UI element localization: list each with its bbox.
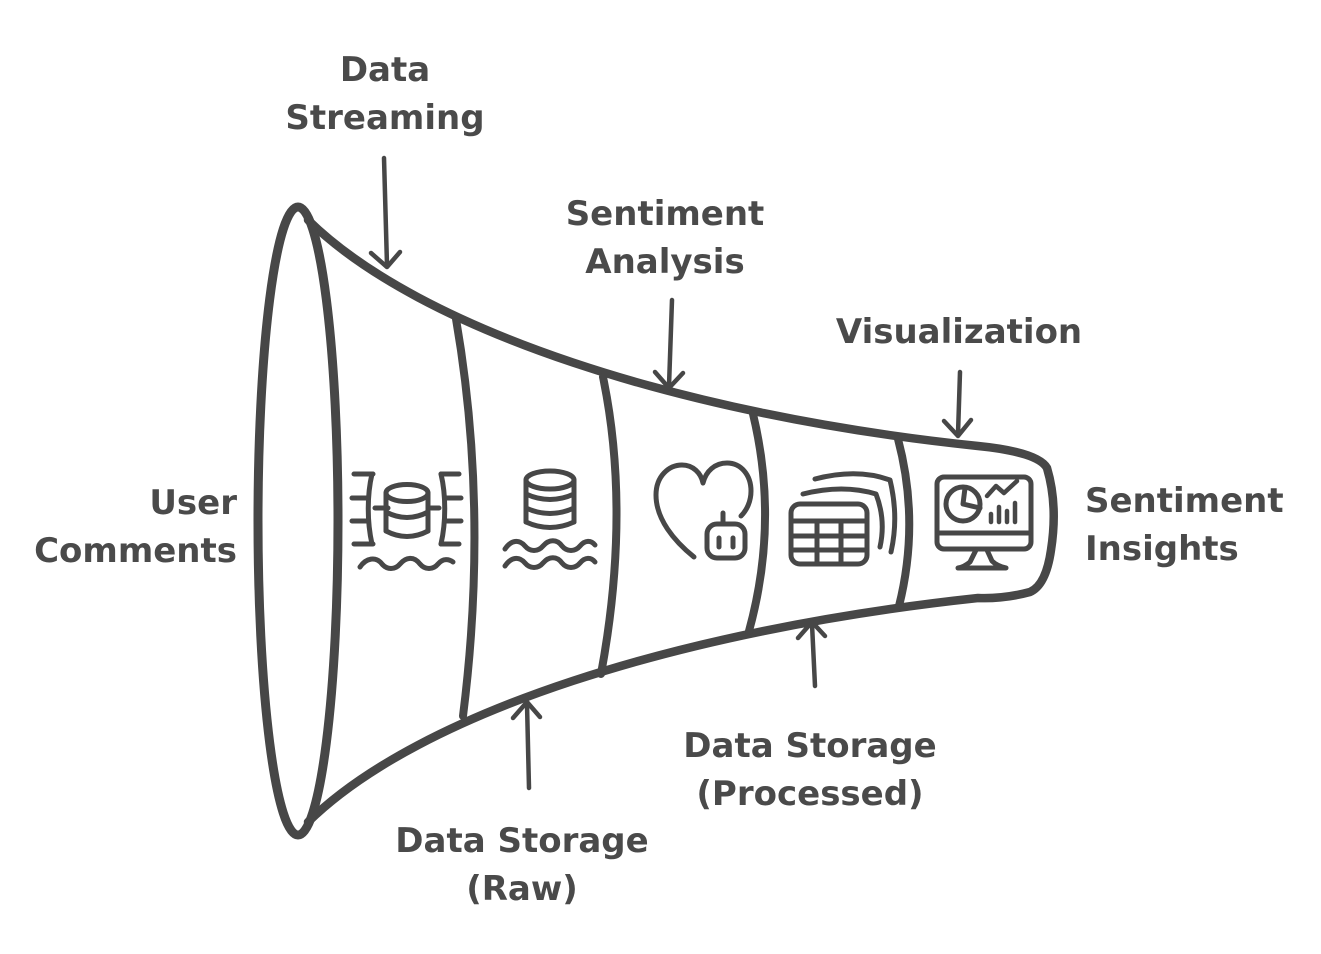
arrow-sentiment-analysis xyxy=(652,297,686,391)
label-line: Comments xyxy=(34,531,237,571)
arrow-data-streaming xyxy=(368,155,403,270)
label-line: Data xyxy=(339,50,431,90)
label-line: Analysis xyxy=(585,242,745,282)
label-line: (Processed) xyxy=(696,774,924,814)
database-stream-icon xyxy=(349,471,464,571)
database-waves-icon xyxy=(502,468,598,570)
label-data-streaming: Data Streaming xyxy=(235,46,535,142)
label-line: Streaming xyxy=(285,98,485,138)
segment-divider-1 xyxy=(452,315,479,720)
label-visualization: Visualization xyxy=(809,308,1109,356)
label-user-comments: User Comments xyxy=(0,479,237,575)
segment-divider-3 xyxy=(745,410,770,635)
label-line: (Raw) xyxy=(466,869,578,909)
table-stack-icon xyxy=(788,471,898,567)
label-data-storage-raw: Data Storage (Raw) xyxy=(372,817,672,913)
heart-robot-icon xyxy=(653,460,754,561)
label-line: Visualization xyxy=(835,312,1083,352)
arrow-data-storage-processed xyxy=(795,619,828,689)
arrow-visualization xyxy=(941,369,974,439)
label-line: Sentiment xyxy=(565,194,765,234)
segment-divider-2 xyxy=(597,373,621,678)
funnel-body-outline xyxy=(303,215,1058,827)
label-sentiment-analysis: Sentiment Analysis xyxy=(515,190,815,286)
segment-divider-4 xyxy=(894,435,914,610)
arrow-data-storage-raw xyxy=(510,699,543,791)
label-sentiment-insights: Sentiment Insights xyxy=(1085,477,1321,573)
label-data-storage-processed: Data Storage (Processed) xyxy=(660,722,960,818)
label-line: Sentiment xyxy=(1085,481,1284,521)
label-line: User xyxy=(149,483,237,523)
funnel-mouth-ellipse xyxy=(253,202,343,840)
label-line: Insights xyxy=(1085,529,1239,569)
label-line: Data Storage xyxy=(395,821,649,861)
monitor-charts-icon xyxy=(934,474,1034,571)
label-line: Data Storage xyxy=(683,726,937,766)
